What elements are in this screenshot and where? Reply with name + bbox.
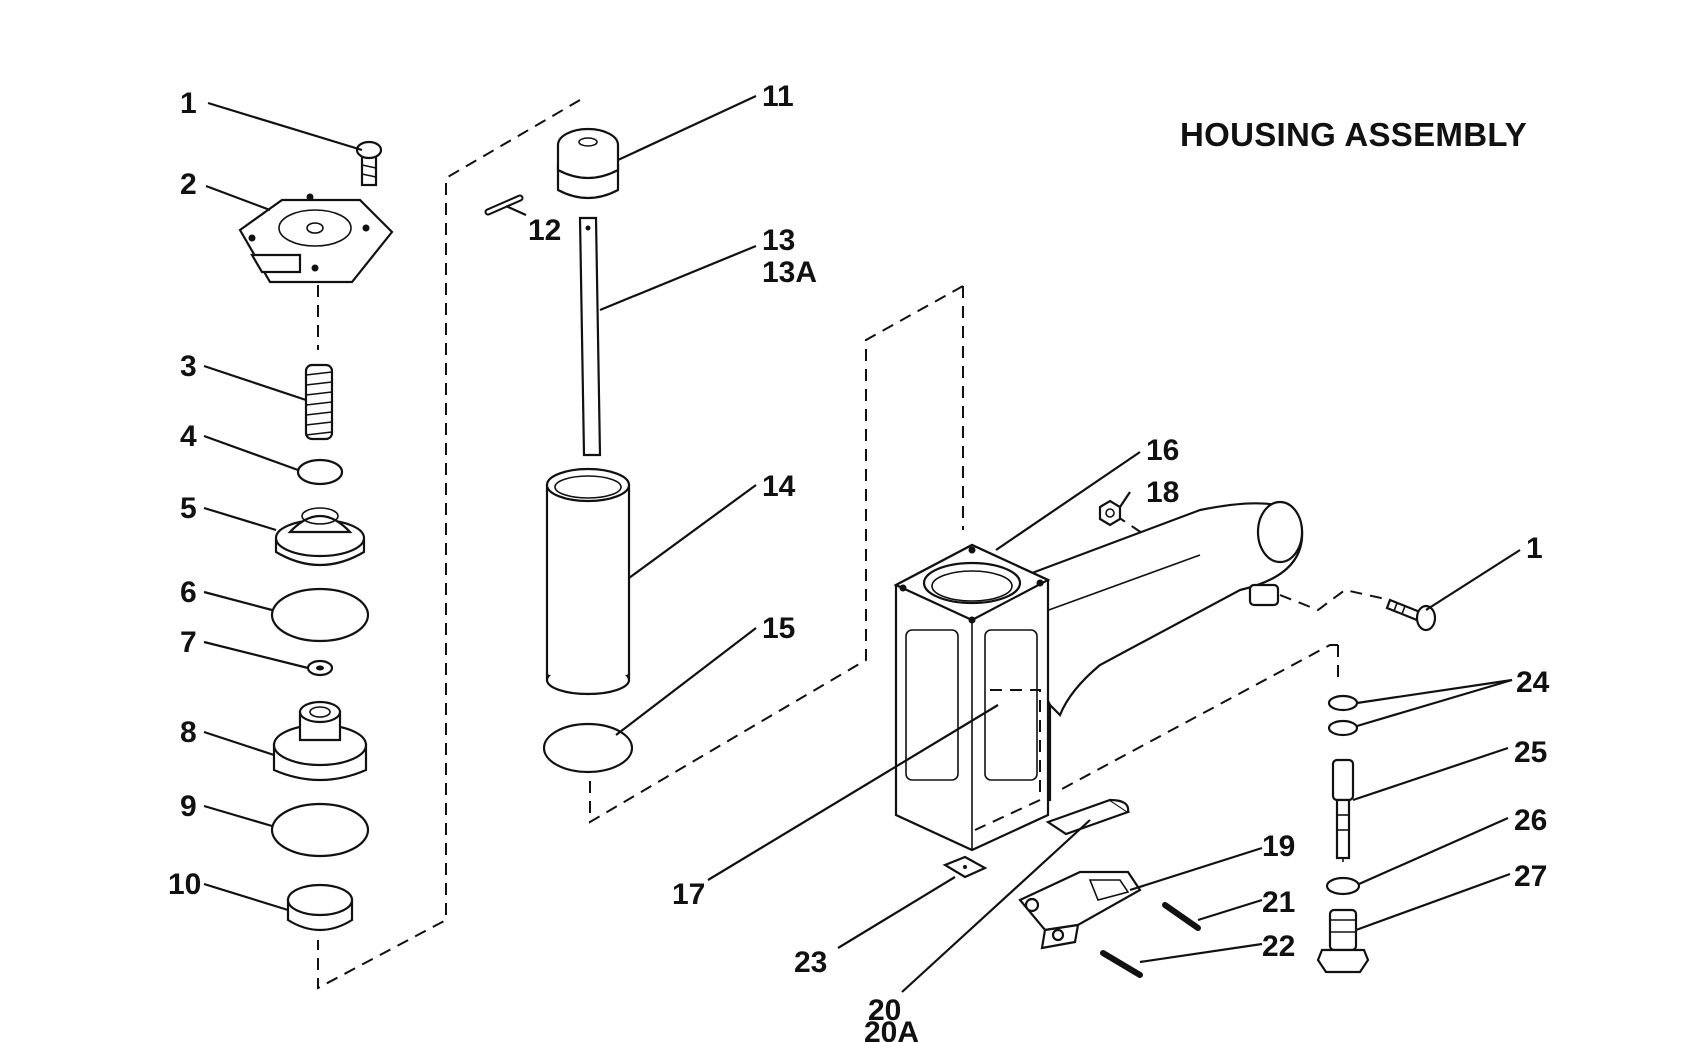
part-pin-22	[1100, 950, 1143, 978]
part-washer	[306, 659, 334, 677]
callout-7: 7	[180, 626, 197, 659]
part-screw-right	[1385, 598, 1437, 632]
part-o-ring-small	[296, 458, 344, 486]
part-end-cap	[286, 883, 354, 931]
callout-20: 20	[868, 994, 901, 1027]
part-o-ring-cylinder	[542, 722, 634, 774]
callout-15: 15	[762, 612, 795, 645]
part-washer-26	[1325, 876, 1361, 896]
part-screw	[355, 140, 383, 187]
callout-17: 17	[672, 878, 705, 911]
callout-18: 18	[1146, 476, 1179, 509]
callout-25: 25	[1514, 736, 1547, 769]
part-driver-blade	[578, 216, 602, 457]
part-small-block	[942, 855, 988, 879]
callout-11: 11	[762, 80, 794, 113]
part-cylinder	[545, 467, 631, 696]
callout-19: 19	[1262, 830, 1295, 863]
assembly-guide-lines	[317, 99, 1391, 990]
callout-13a: 13A	[762, 256, 817, 289]
leader-lines	[203, 95, 1521, 993]
callout-26: 26	[1514, 804, 1547, 837]
callout-2: 2	[180, 168, 197, 201]
callout-3: 3	[180, 350, 197, 383]
part-pin-small	[484, 194, 524, 216]
part-pin-21	[1162, 902, 1201, 931]
part-nut	[1098, 499, 1122, 527]
part-bracket	[1018, 870, 1142, 950]
callout-13: 13	[762, 224, 795, 257]
callout-1: 1	[180, 87, 197, 120]
callout-16: 16	[1146, 434, 1179, 467]
callout-22: 22	[1262, 930, 1295, 963]
callout-8: 8	[180, 716, 197, 749]
callout-9: 9	[180, 790, 197, 823]
part-valve-body	[272, 700, 368, 782]
part-o-ring-large	[270, 587, 370, 643]
callout-5: 5	[180, 492, 197, 525]
part-valve-stem	[1331, 758, 1355, 862]
callout-24: 24	[1516, 666, 1550, 699]
part-piston-head	[274, 507, 366, 567]
part-cover-plate	[238, 193, 394, 284]
callout-12: 12	[528, 214, 561, 247]
callout-10: 10	[168, 868, 201, 901]
callout-20a: 20A	[864, 1016, 919, 1042]
callout-1-right: 1	[1526, 532, 1543, 565]
part-spring-plate	[1045, 798, 1131, 836]
callout-27: 27	[1514, 860, 1547, 893]
callout-14: 14	[762, 470, 796, 503]
callout-21: 21	[1262, 886, 1295, 919]
part-spring	[304, 363, 334, 441]
part-o-ring-bottom	[270, 802, 370, 858]
part-washer-24a	[1327, 694, 1359, 712]
diagram-title: HOUSING ASSEMBLY	[1180, 116, 1528, 153]
callout-23: 23	[794, 946, 827, 979]
part-top-cap	[556, 127, 620, 200]
part-washer-24b	[1327, 719, 1359, 737]
part-fitting	[1316, 908, 1370, 974]
callout-labels: 1 2 3 4 5 6 7 8 9 10 11 12 13 13A 14 15 …	[168, 80, 1550, 1042]
part-housing	[893, 500, 1304, 852]
callout-4: 4	[180, 420, 197, 453]
callout-6: 6	[180, 576, 197, 609]
